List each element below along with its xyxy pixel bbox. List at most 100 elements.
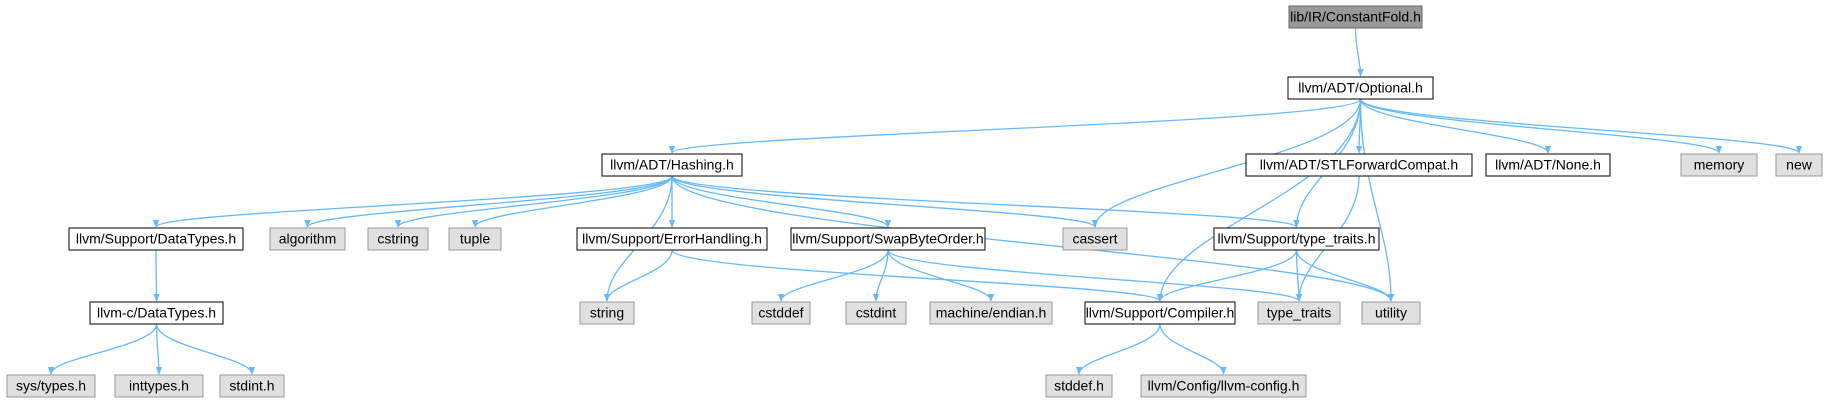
node-box — [601, 153, 743, 177]
edge-line — [1295, 249, 1303, 302]
edge-line — [394, 175, 673, 228]
node-box — [1140, 374, 1307, 398]
edge-line — [1075, 323, 1161, 375]
node-sup_datatypes[interactable]: llvm/Support/DataTypes.h — [68, 227, 244, 251]
node-label: llvm/Support/ErrorHandling.h — [582, 231, 762, 247]
edge-line — [872, 249, 889, 302]
edge-line — [47, 323, 158, 375]
edge-sup_typetraits-to-utility — [1295, 249, 1395, 302]
edge-line — [304, 175, 673, 228]
node-box — [1245, 153, 1473, 177]
node-algorithm: algorithm — [269, 227, 346, 251]
node-type_traits: type_traits — [1257, 301, 1341, 325]
edges — [47, 27, 1803, 375]
node-llvmconfig: llvm/Config/llvm-config.h — [1140, 374, 1307, 398]
node-box — [269, 227, 346, 251]
edge-line — [155, 323, 163, 375]
node-box — [1062, 227, 1128, 251]
edge-hashing-to-cstring — [394, 175, 673, 228]
node-compiler[interactable]: llvm/Support/Compiler.h — [1084, 301, 1236, 325]
node-box — [367, 227, 429, 251]
node-box — [576, 227, 768, 251]
node-sup_typetraits[interactable]: llvm/Support/type_traits.h — [1213, 227, 1380, 251]
node-box — [1045, 374, 1113, 398]
node-errorhandling[interactable]: llvm/Support/ErrorHandling.h — [576, 227, 768, 251]
node-label: llvm/ADT/None.h — [1495, 157, 1601, 173]
edge-c_datatypes-to-stdint — [155, 323, 256, 375]
edge-swapbyteorder-to-cstddef — [777, 249, 889, 302]
edge-optional-to-utility — [1359, 98, 1395, 302]
node-new: new — [1775, 153, 1823, 177]
node-box — [579, 301, 635, 325]
node-utility: utility — [1361, 301, 1421, 325]
node-label: stddef.h — [1054, 378, 1104, 394]
edge-line — [1359, 98, 1803, 154]
node-label: type_traits — [1267, 305, 1332, 321]
node-swapbyteorder[interactable]: llvm/Support/SwapByteOrder.h — [790, 227, 986, 251]
node-box — [1361, 301, 1421, 325]
node-box — [1680, 153, 1758, 177]
node-none[interactable]: llvm/ADT/None.h — [1485, 153, 1611, 177]
edge-sup_datatypes-to-c_datatypes — [153, 249, 160, 302]
node-box — [1775, 153, 1823, 177]
node-hashing[interactable]: llvm/ADT/Hashing.h — [601, 153, 743, 177]
node-tuple: tuple — [448, 227, 502, 251]
node-stlfwd[interactable]: llvm/ADT/STLForwardCompat.h — [1245, 153, 1473, 177]
node-label: llvm/Support/type_traits.h — [1218, 231, 1376, 247]
edge-optional-to-none — [1359, 98, 1552, 154]
node-box — [89, 301, 224, 325]
node-label: inttypes.h — [129, 378, 189, 394]
node-box — [1257, 301, 1341, 325]
edge-line — [1359, 98, 1552, 154]
edge-hashing-to-sup_typetraits — [671, 175, 1300, 228]
node-label: sys/types.h — [16, 378, 86, 394]
node-box — [1287, 76, 1434, 100]
node-string: string — [579, 301, 635, 325]
node-cstddef: cstddef — [751, 301, 811, 325]
node-optional[interactable]: llvm/ADT/Optional.h — [1287, 76, 1434, 100]
node-label: cassert — [1072, 231, 1117, 247]
node-stddef: stddef.h — [1045, 374, 1113, 398]
node-label: memory — [1694, 157, 1745, 173]
edge-line — [671, 175, 1099, 228]
edge-optional-to-new — [1359, 98, 1803, 154]
edge-hashing-to-sup_datatypes — [153, 175, 673, 228]
nodes: lib/IR/ConstantFold.hllvm/ADT/Optional.h… — [6, 5, 1823, 398]
node-label: tuple — [460, 231, 491, 247]
node-inttypes: inttypes.h — [114, 374, 204, 398]
edge-errorhandling-to-compiler — [671, 249, 1163, 302]
node-label: llvm/Support/Compiler.h — [1086, 305, 1235, 321]
node-box — [1288, 5, 1423, 29]
edge-hashing-to-swapbyteorder — [671, 175, 892, 228]
node-box — [448, 227, 502, 251]
edge-optional-to-hashing — [669, 98, 1362, 154]
edge-line — [153, 249, 160, 302]
node-label: llvm/ADT/Optional.h — [1298, 80, 1422, 96]
edge-optional-to-compiler — [1156, 98, 1362, 302]
node-label: utility — [1375, 305, 1407, 321]
edge-line — [1159, 323, 1227, 375]
node-label: llvm/ADT/Hashing.h — [610, 157, 734, 173]
node-label: llvm-c/DataTypes.h — [97, 305, 216, 321]
edge-sup_typetraits-to-compiler — [1156, 249, 1298, 302]
edge-errorhandling-to-string — [603, 249, 673, 302]
edge-line — [471, 175, 673, 228]
node-label: machine/endian.h — [936, 305, 1047, 321]
node-label: llvm/Support/SwapByteOrder.h — [792, 231, 983, 247]
edge-root-to-optional — [1354, 27, 1364, 77]
edge-line — [1359, 98, 1723, 154]
edge-line — [669, 98, 1362, 154]
edge-line — [887, 249, 1303, 302]
edge-line — [671, 175, 1300, 228]
edge-line — [1156, 98, 1362, 302]
node-c_datatypes[interactable]: llvm-c/DataTypes.h — [89, 301, 224, 325]
node-label: llvm/ADT/STLForwardCompat.h — [1260, 157, 1458, 173]
edge-line — [671, 175, 1395, 302]
edge-line — [671, 249, 1163, 302]
node-cstring: cstring — [367, 227, 429, 251]
node-box — [68, 227, 244, 251]
node-box — [114, 374, 204, 398]
edge-line — [603, 249, 673, 302]
edge-line — [1295, 249, 1395, 302]
edge-sup_typetraits-to-type_traits — [1295, 249, 1303, 302]
